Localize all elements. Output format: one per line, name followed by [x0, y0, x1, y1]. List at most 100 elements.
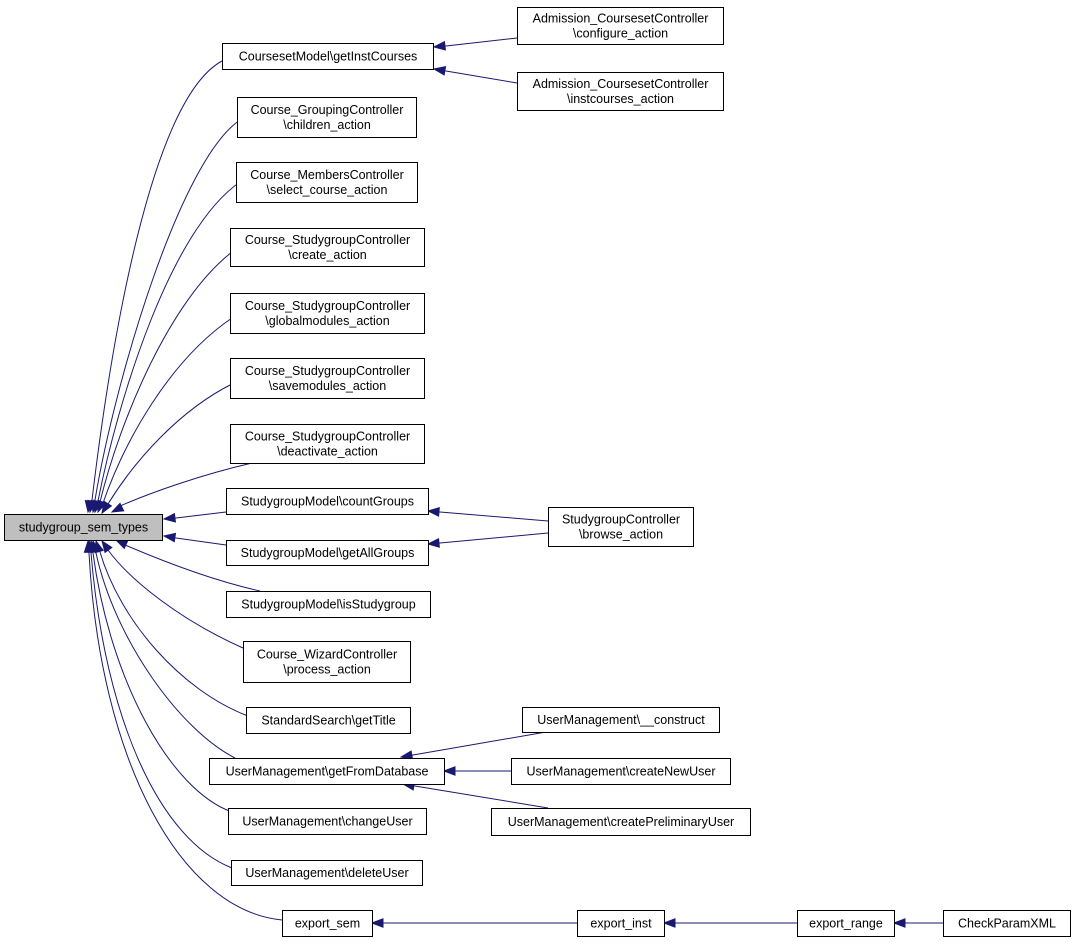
edge-line: [119, 462, 253, 507]
node-label-line: \deactivate_action: [277, 445, 378, 459]
edge-line: [175, 511, 227, 519]
edge-getallgroups-to-root: [162, 532, 227, 546]
node-process[interactable]: Course_WizardController\process_action: [243, 641, 411, 683]
node-checkparam[interactable]: CheckParamXML: [943, 910, 1071, 937]
node-exportsem[interactable]: export_sem: [282, 910, 373, 937]
node-exportinst[interactable]: export_inst: [577, 910, 665, 937]
edge-line: [439, 532, 549, 544]
edge-exportsem-to-root: [83, 539, 283, 921]
edge-connector: [104, 503, 109, 509]
edge-deactivate-to-root: [110, 462, 253, 513]
node-createprelim[interactable]: UserManagement\createPreliminaryUser: [491, 808, 751, 836]
edge-connector: [115, 505, 121, 510]
nodes-layer: studygroup_sem_types CoursesetModel\getIn…: [4, 7, 1071, 937]
node-label-line: Course_StudygroupController: [245, 430, 410, 444]
node-label-line: \instcourses_action: [567, 92, 674, 106]
edge-line: [102, 317, 233, 504]
node-label-line: \configure_action: [573, 27, 668, 41]
node-box: [243, 641, 411, 683]
node-box: [548, 507, 694, 547]
edge-line: [124, 544, 261, 592]
node-label-line: StudygroupModel\getAllGroups: [241, 546, 415, 560]
node-label-line: \browse_action: [579, 528, 663, 542]
edge-connector: [439, 69, 447, 72]
edge-line: [91, 60, 223, 501]
node-root[interactable]: studygroup_sem_types: [4, 514, 163, 541]
node-box: [226, 488, 429, 515]
node-label-line: StudygroupController: [562, 513, 680, 527]
node-box: [226, 591, 431, 618]
arrowhead: [101, 500, 113, 515]
node-label-line: \select_course_action: [267, 183, 388, 197]
edge-connector: [169, 536, 177, 539]
node-label-line: UserManagement\getFromDatabase: [226, 765, 429, 779]
node-savemodules[interactable]: Course_StudygroupController\savemodules_…: [230, 358, 425, 399]
edge-line: [439, 511, 549, 522]
node-globalmodules[interactable]: Course_StudygroupController\globalmodule…: [230, 293, 425, 334]
node-construct[interactable]: UserManagement\__construct: [522, 707, 720, 733]
edge-connector: [439, 45, 447, 47]
edge-line: [445, 37, 518, 47]
edge-connector: [120, 542, 126, 546]
edge-connector: [433, 542, 441, 544]
node-label-line: StandardSearch\getTitle: [261, 714, 395, 728]
node-deleteuser[interactable]: UserManagement\deleteUser: [231, 860, 423, 886]
node-selectcourse[interactable]: Course_MembersController\select_course_a…: [236, 162, 418, 203]
node-label-line: UserManagement\deleteUser: [245, 866, 408, 880]
node-getfromdb[interactable]: UserManagement\getFromDatabase: [209, 758, 445, 785]
edge-line: [107, 383, 233, 505]
node-isstudygroup[interactable]: StudygroupModel\isStudygroup: [226, 591, 431, 618]
node-getinstcourses[interactable]: CoursesetModel\getInstCourses: [222, 43, 434, 70]
node-label-line: StudygroupModel\isStudygroup: [241, 598, 415, 612]
edge-line: [92, 552, 233, 813]
edge-line: [99, 251, 233, 503]
node-box: [228, 808, 427, 835]
edge-instcourses-to-getinstcourses: [432, 66, 518, 84]
node-browse[interactable]: StudygroupController\browse_action: [548, 507, 694, 547]
node-instcourses[interactable]: Admission_CoursesetController\instcourse…: [517, 72, 724, 111]
node-box: [943, 910, 1071, 937]
node-countgroups[interactable]: StudygroupModel\countGroups: [226, 488, 429, 515]
edge-createnewuser-to-getfromdb: [442, 766, 511, 776]
edge-browse-to-countgroups: [426, 507, 549, 522]
node-deactivate[interactable]: Course_StudygroupController\deactivate_a…: [230, 424, 425, 464]
node-box: [797, 910, 895, 937]
node-box: [491, 808, 751, 836]
node-box: [517, 72, 724, 111]
edge-line: [97, 181, 241, 502]
node-create[interactable]: Course_StudygroupController\create_actio…: [230, 228, 425, 267]
node-label-line: CheckParamXML: [958, 917, 1056, 931]
node-gettitle[interactable]: StandardSearch\getTitle: [246, 707, 411, 734]
arrowhead: [101, 539, 113, 554]
node-createnewuser[interactable]: UserManagement\createNewUser: [511, 758, 731, 785]
node-label-line: export_sem: [295, 917, 360, 931]
node-box: [226, 540, 429, 566]
node-changeuser[interactable]: UserManagement\changeUser: [228, 808, 427, 835]
edge-connector: [169, 517, 177, 519]
node-box: [246, 707, 411, 734]
node-configure[interactable]: Admission_CoursesetController\configure_…: [517, 7, 724, 45]
node-exportrange[interactable]: export_range: [797, 910, 895, 937]
edge-line: [412, 731, 547, 756]
edge-line: [99, 551, 249, 717]
node-label-line: UserManagement\__construct: [537, 713, 705, 727]
node-box: [4, 514, 163, 541]
edge-browse-to-getallgroups: [426, 532, 549, 548]
edge-children-to-root: [87, 119, 241, 514]
node-box: [230, 293, 425, 334]
node-label-line: \process_action: [283, 663, 371, 677]
node-children[interactable]: Course_GroupingController\children_actio…: [237, 97, 417, 138]
node-getallgroups[interactable]: StudygroupModel\getAllGroups: [226, 540, 429, 566]
node-label-line: Course_StudygroupController: [245, 364, 410, 378]
edge-line: [414, 785, 549, 809]
node-box: [209, 758, 445, 785]
edge-countgroups-to-root: [162, 511, 227, 523]
edge-checkparam-to-exportrange: [892, 918, 943, 928]
edge-globalmodules-to-root: [97, 317, 233, 514]
edge-line: [90, 552, 233, 869]
edge-line: [95, 552, 236, 759]
edge-createprelim-to-getfromdb: [401, 781, 549, 809]
edge-connector: [406, 754, 414, 757]
node-label-line: UserManagement\createPreliminaryUser: [508, 815, 734, 829]
